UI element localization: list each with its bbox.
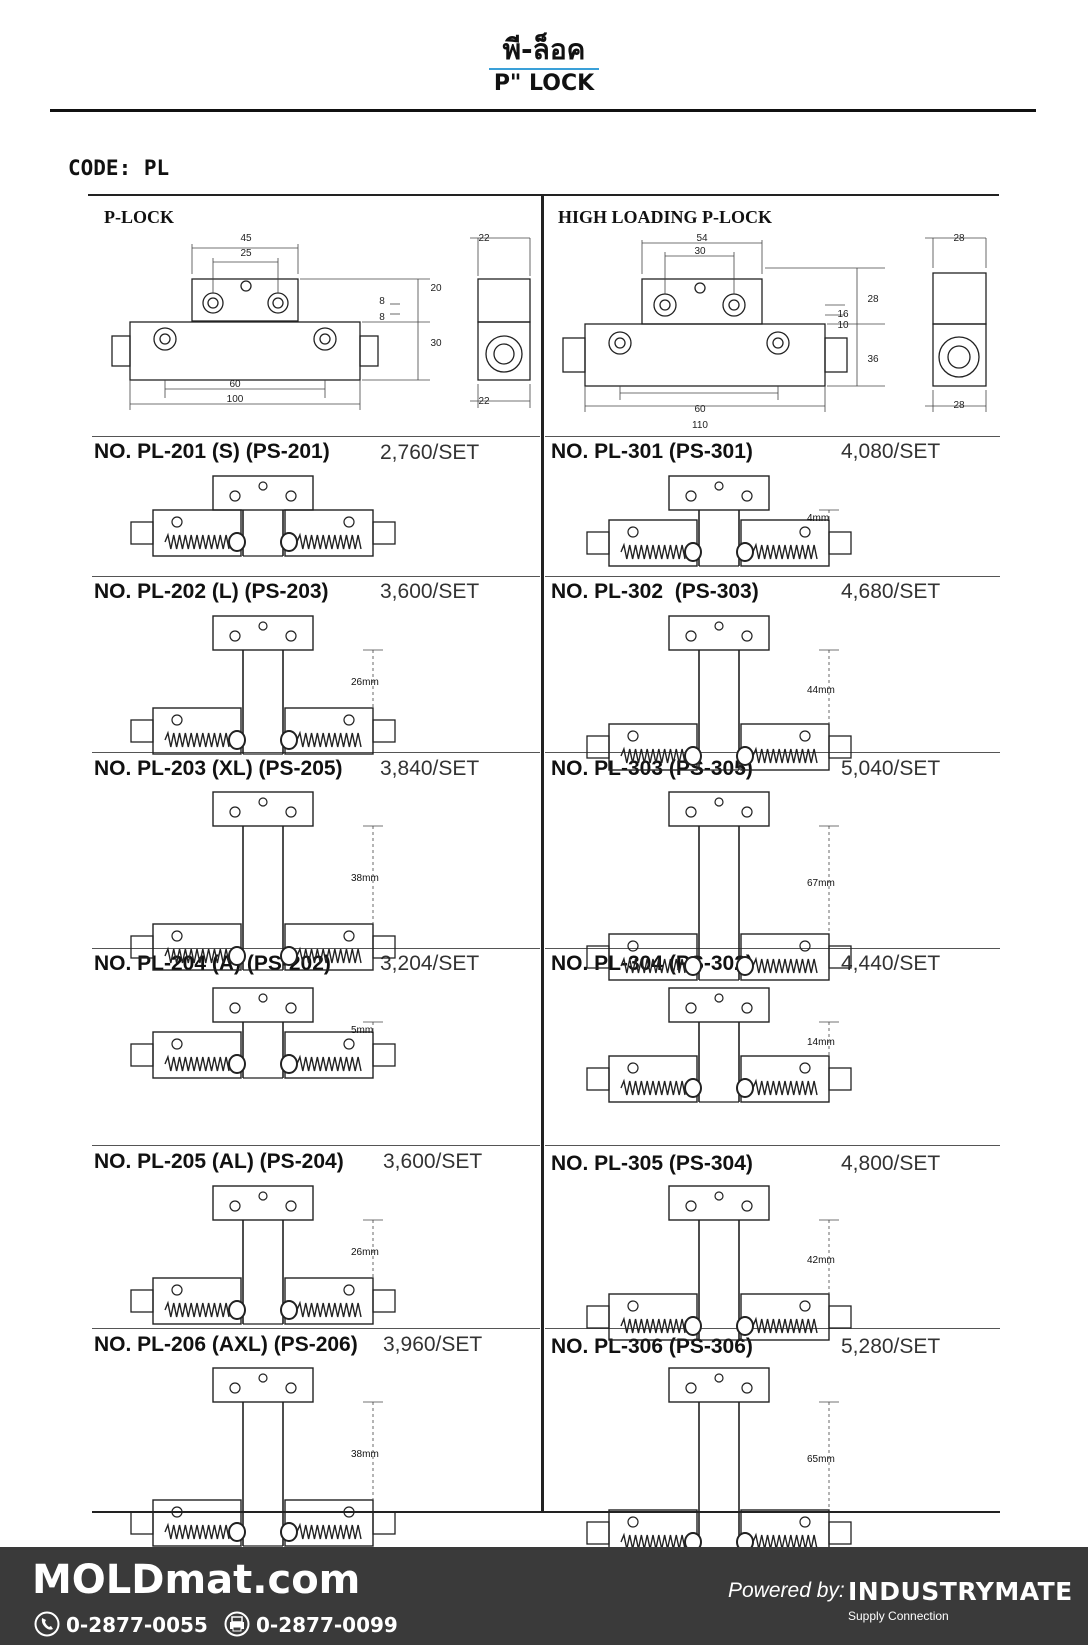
dim-100: 100 [227,394,244,405]
footer-phone: 0-2877-0055 [66,1613,208,1637]
dim-28-side: 28 [867,294,879,305]
section-title-high-loading: HIGH LOADING P-LOCK [558,207,773,227]
title-underline [489,68,599,70]
product-price-pl-203: 3,840/SET [380,757,480,780]
gap-dimension-label: 38mm [351,1449,379,1460]
gap-dimension-label: 44mm [807,685,835,696]
gap-dimension-label: 14mm [807,1037,835,1048]
row-separator [545,948,1000,949]
footer-fax: 0-2877-0099 [256,1613,398,1637]
product-price-pl-302: 4,680/SET [841,580,941,603]
product-label-pl-306: NO. PL-306 (PS-306) [551,1335,753,1358]
p-lock-dimension-drawing: 45 25 20 8 8 30 60 100 22 22 [111,233,531,410]
product-label-pl-203: NO. PL-203 (XL) (PS-205) [94,757,343,780]
dim-28-bottom: 28 [953,400,965,411]
product-label-pl-202: NO. PL-202 (L) (PS-203) [94,580,329,603]
dim-20: 20 [430,283,442,294]
product-label-pl-302: NO. PL-302 (PS-303) [551,580,759,603]
dim-54: 54 [696,233,708,244]
product-price-pl-301: 4,080/SET [841,440,941,463]
gap-dimension-label: 38mm [351,873,379,884]
row-separator [545,576,1000,577]
footer-bar: MOLDmat.com 0-2877-0055 0-2877-0099 Powe… [0,1547,1088,1645]
dim-110: 110 [692,420,708,431]
page-title-thai: พี-ล็อค [502,33,586,66]
dim-8a: 8 [379,296,385,307]
gap-dimension-label: 4mm [807,513,830,524]
dim-25: 25 [240,248,252,259]
footer-brand: MOLDmat.com [32,1557,361,1603]
column-divider [541,194,544,1512]
product-label-pl-201: NO. PL-201 (S) (PS-201) [94,440,330,463]
product-price-pl-305: 4,800/SET [841,1152,941,1175]
high-loading-p-lock-dimension-drawing: 54 30 28 16 10 36 60 110 28 28 [562,233,987,431]
spring-lock-drawing-right-5 [586,1185,852,1341]
product-code: CODE: PL [68,156,170,180]
product-price-pl-303: 5,040/SET [841,757,941,780]
dim-60: 60 [229,379,241,390]
gap-dimension-label: 42mm [807,1255,835,1266]
spring-lock-drawing-left-2 [130,615,396,755]
spring-lock-drawing-right-4 [586,987,852,1103]
spring-lock-drawing-right-3 [586,791,852,981]
product-label-pl-206: NO. PL-206 (AXL) (PS-206) [94,1333,358,1356]
frame-bottom-line [92,1511,1000,1513]
fax-icon [224,1611,250,1637]
row-separator [545,1328,1000,1329]
dim-28-top: 28 [953,233,965,244]
footer-powered-by: Powered by: [728,1579,845,1602]
product-price-pl-306: 5,280/SET [841,1335,941,1358]
gap-dimension-label: 26mm [351,677,379,688]
product-price-pl-202: 3,600/SET [380,580,480,603]
dim-22-top: 22 [478,233,490,244]
dim-22-bottom: 22 [478,396,490,407]
row-separator [545,1145,1000,1146]
row-separator [92,1328,540,1329]
row-separator [92,948,540,949]
dim-45: 45 [240,233,252,244]
product-price-pl-201: 2,760/SET [380,441,480,464]
phone-icon [34,1611,60,1637]
spring-lock-drawing-left-4 [130,987,396,1079]
spring-lock-drawing-right-1 [586,475,852,567]
product-price-pl-205: 3,600/SET [383,1150,483,1173]
product-price-pl-204: 3,204/SET [380,952,480,975]
product-label-pl-303: NO. PL-303 (PS-305) [551,757,753,780]
product-label-pl-301: NO. PL-301 (PS-301) [551,440,753,463]
row-separator [545,436,1000,437]
header-divider [50,109,1036,112]
product-price-pl-304: 4,440/SET [841,952,941,975]
row-separator [92,1145,540,1146]
spring-lock-drawing-left-1 [130,475,396,557]
dim-16: 16 [837,309,849,320]
row-separator [92,576,540,577]
row-separator [92,436,540,437]
footer-company-logo: INDUSTRYMATE [848,1577,1073,1606]
page-title-english: P" LOCK [493,71,595,96]
dim-36: 36 [867,354,879,365]
dim-8b: 8 [379,312,385,323]
gap-dimension-label: 5mm [351,1025,374,1036]
gap-dimension-label: 26mm [351,1247,379,1258]
product-price-pl-206: 3,960/SET [383,1333,483,1356]
dim-60-bottom: 60 [694,404,706,415]
footer-tagline: Supply Connection [848,1609,949,1623]
spring-lock-drawing-left-5 [130,1185,396,1325]
spring-lock-drawing-right-2 [586,615,852,771]
spring-lock-drawing-right-6 [586,1367,852,1557]
gap-dimension-label: 67mm [807,878,835,889]
dim-30-top: 30 [694,246,706,257]
spring-lock-drawing-left-3 [130,791,396,971]
dim-30: 30 [430,338,442,349]
product-label-pl-205: NO. PL-205 (AL) (PS-204) [94,1150,344,1173]
row-separator [92,752,540,753]
product-label-pl-305: NO. PL-305 (PS-304) [551,1152,753,1175]
gap-dimension-label: 65mm [807,1454,835,1465]
spring-lock-drawing-left-6 [130,1367,396,1547]
section-title-p-lock: P-LOCK [104,207,174,227]
dim-10: 10 [837,320,849,331]
